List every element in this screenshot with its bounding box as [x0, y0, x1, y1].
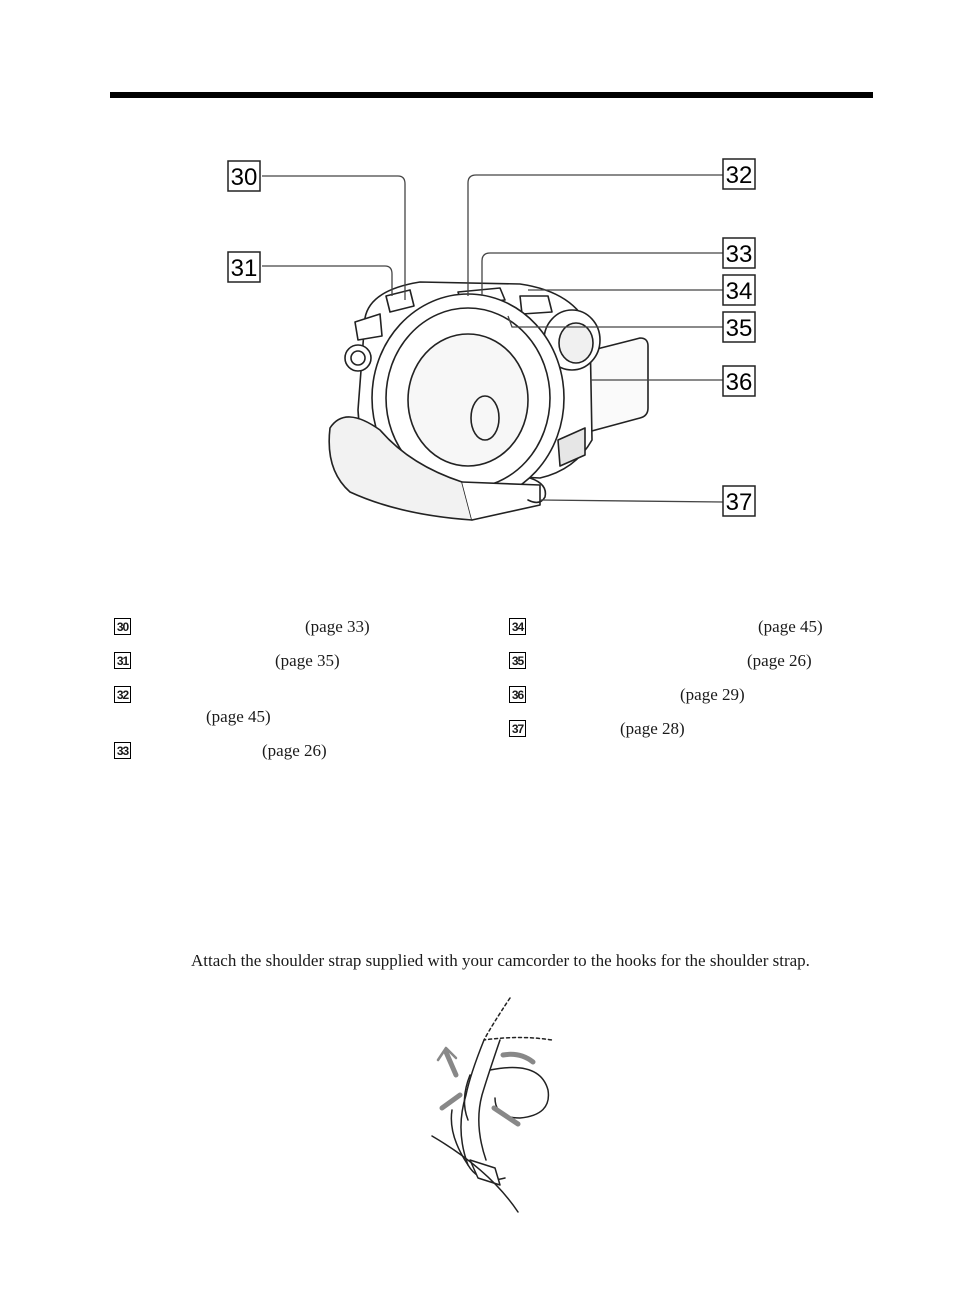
shoulder-strap-illustration [431, 997, 553, 1213]
legend-number: 34 [509, 618, 526, 635]
callout-34: 34 [722, 274, 756, 306]
callout-32: 32 [722, 158, 756, 190]
callout-33: 33 [722, 237, 756, 269]
legend-number: 37 [509, 720, 526, 737]
top-rule [110, 92, 873, 98]
legend-number: 35 [509, 652, 526, 669]
page-reference: (page 26) [262, 741, 327, 760]
callout-31: 31 [227, 251, 261, 283]
legend-number: 30 [114, 618, 131, 635]
svg-text:34: 34 [726, 278, 753, 305]
page-reference: (page 45) [758, 617, 823, 636]
svg-text:32: 32 [726, 162, 753, 189]
page-reference: (page 35) [275, 651, 340, 670]
svg-text:30: 30 [231, 164, 258, 191]
callout-37: 37 [722, 485, 756, 517]
shoulder-strap-instruction: Attach the shoulder strap supplied with … [191, 951, 810, 970]
legend-number: 36 [509, 686, 526, 703]
svg-text:35: 35 [726, 315, 753, 342]
callout-35: 35 [722, 311, 756, 343]
page-reference: (page 29) [680, 685, 745, 704]
svg-text:33: 33 [726, 241, 753, 268]
legend-number: 32 [114, 686, 131, 703]
callout-36: 36 [722, 365, 756, 397]
svg-text:37: 37 [726, 489, 753, 516]
page-reference: (page 33) [305, 617, 370, 636]
svg-text:31: 31 [231, 255, 258, 282]
callout-30: 30 [227, 160, 261, 192]
page-reference: (page 28) [620, 719, 685, 738]
page-reference: (page 45) [206, 707, 271, 726]
legend-number: 31 [114, 652, 131, 669]
svg-text:36: 36 [726, 369, 753, 396]
page-reference: (page 26) [747, 651, 812, 670]
legend-number: 33 [114, 742, 131, 759]
